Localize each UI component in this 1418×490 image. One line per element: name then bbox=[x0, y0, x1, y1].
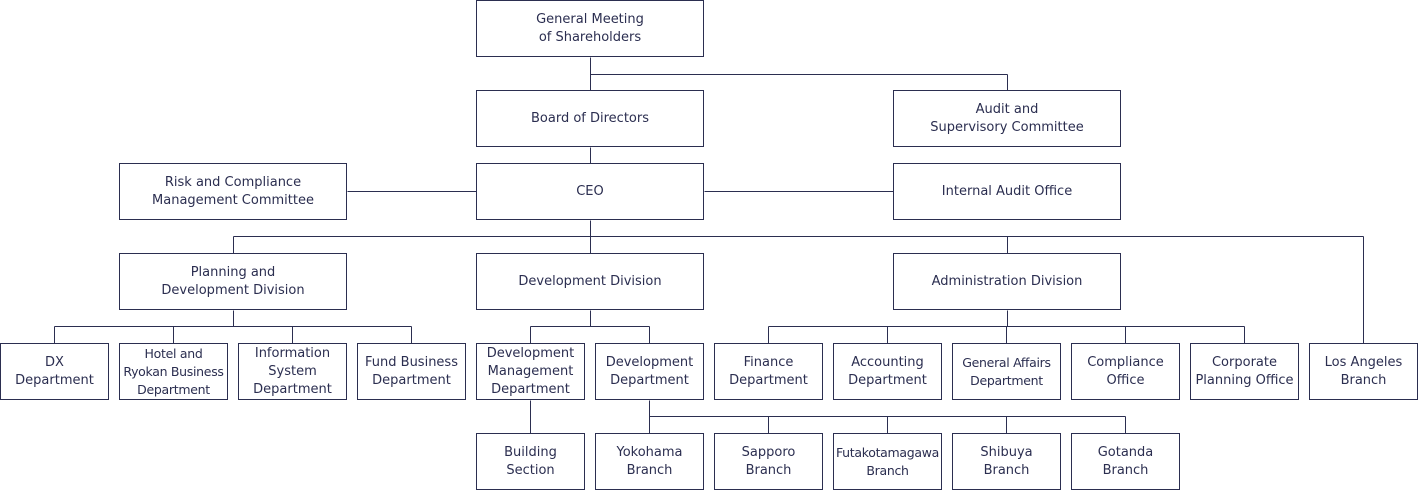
node-general-affairs-department: General Affairs Department bbox=[952, 343, 1061, 400]
node-administration-division: Administration Division bbox=[893, 253, 1121, 310]
node-ceo: CEO bbox=[476, 163, 704, 220]
node-corporate-planning-office: Corporate Planning Office bbox=[1190, 343, 1299, 400]
node-label: Yokohama Branch bbox=[616, 444, 683, 478]
node-label: Planning and Development Division bbox=[161, 264, 305, 298]
node-information-system-department: Information System Department bbox=[238, 343, 347, 400]
node-label: General Affairs Department bbox=[962, 354, 1051, 388]
node-label: Sapporo Branch bbox=[741, 444, 796, 478]
node-yokohama-branch: Yokohama Branch bbox=[595, 433, 704, 490]
node-building-section: Building Section bbox=[476, 433, 585, 490]
node-label: Internal Audit Office bbox=[941, 183, 1073, 199]
node-hotel-ryokan-department: Hotel and Ryokan Business Department bbox=[119, 343, 228, 400]
node-label: Shibuya Branch bbox=[980, 444, 1033, 478]
node-label: Compliance Office bbox=[1087, 354, 1164, 388]
node-board: Board of Directors bbox=[476, 90, 704, 147]
node-development-department: Development Department bbox=[595, 343, 704, 400]
node-label: CEO bbox=[576, 183, 604, 199]
node-audit-committee: Audit and Supervisory Committee bbox=[893, 90, 1121, 147]
node-label: Risk and Compliance Management Committee bbox=[152, 174, 314, 208]
node-development-management-department: Development Management Department bbox=[476, 343, 585, 400]
node-gotanda-branch: Gotanda Branch bbox=[1071, 433, 1180, 490]
node-fund-business-department: Fund Business Department bbox=[357, 343, 466, 400]
node-label: Development Department bbox=[605, 354, 694, 388]
node-label: Administration Division bbox=[931, 273, 1083, 289]
node-label: Audit and Supervisory Committee bbox=[930, 101, 1084, 135]
node-label: Development Division bbox=[518, 273, 662, 289]
node-finance-department: Finance Department bbox=[714, 343, 823, 400]
node-label: Information System Department bbox=[253, 345, 332, 397]
node-label: Los Angeles Branch bbox=[1324, 354, 1403, 388]
node-shareholders: General Meeting of Shareholders bbox=[476, 0, 704, 57]
node-label: Development Management Department bbox=[486, 345, 575, 397]
node-sapporo-branch: Sapporo Branch bbox=[714, 433, 823, 490]
node-planning-division: Planning and Development Division bbox=[119, 253, 347, 310]
node-dx-department: DX Department bbox=[0, 343, 109, 400]
node-label: Finance Department bbox=[729, 354, 808, 388]
node-label: Gotanda Branch bbox=[1097, 444, 1154, 478]
node-development-division: Development Division bbox=[476, 253, 704, 310]
node-label: Fund Business Department bbox=[365, 354, 458, 388]
node-label: Building Section bbox=[504, 444, 557, 478]
node-label: General Meeting of Shareholders bbox=[536, 11, 644, 45]
node-los-angeles-branch: Los Angeles Branch bbox=[1309, 343, 1418, 400]
node-label: Futakotamagawa Branch bbox=[835, 444, 940, 478]
node-accounting-department: Accounting Department bbox=[833, 343, 942, 400]
node-futakotamagawa-branch: Futakotamagawa Branch bbox=[833, 433, 942, 490]
node-label: Corporate Planning Office bbox=[1195, 354, 1294, 388]
node-internal-audit: Internal Audit Office bbox=[893, 163, 1121, 220]
node-compliance-office: Compliance Office bbox=[1071, 343, 1180, 400]
node-shibuya-branch: Shibuya Branch bbox=[952, 433, 1061, 490]
node-label: Board of Directors bbox=[531, 110, 649, 126]
node-label: Hotel and Ryokan Business Department bbox=[123, 345, 224, 397]
node-label: Accounting Department bbox=[848, 354, 927, 388]
node-label: DX Department bbox=[15, 354, 94, 388]
node-risk-committee: Risk and Compliance Management Committee bbox=[119, 163, 347, 220]
